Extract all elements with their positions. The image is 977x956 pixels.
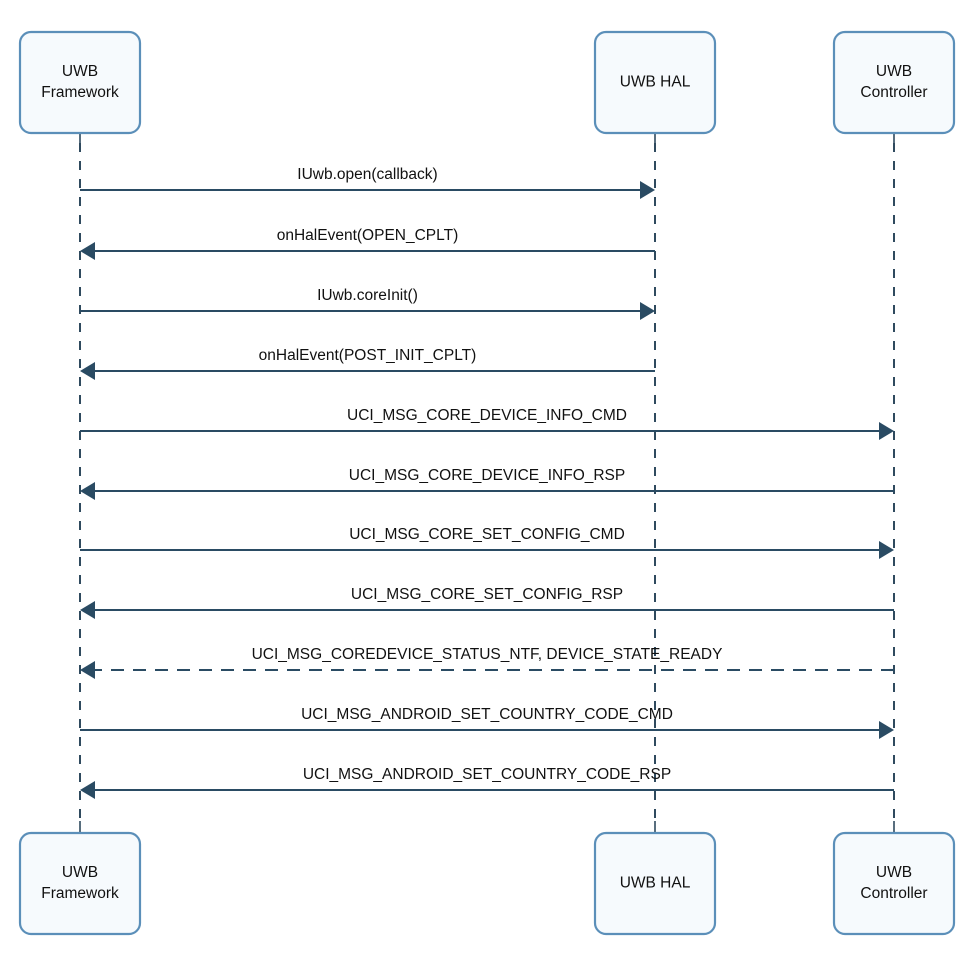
message-label-7: UCI_MSG_CORE_SET_CONFIG_CMD — [349, 526, 625, 543]
actor-label-hal: UWB HAL — [620, 875, 691, 892]
message-label-2: onHalEvent(OPEN_CPLT) — [277, 227, 458, 244]
actor-label-controller: Controller — [860, 84, 927, 101]
message-arrowhead-5 — [879, 422, 894, 440]
message-6: UCI_MSG_CORE_DEVICE_INFO_RSP — [80, 467, 894, 500]
actor-bottom-hal: UWB HAL — [593, 831, 717, 936]
actor-label-framework: Framework — [41, 885, 119, 902]
message-9: UCI_MSG_COREDEVICE_STATUS_NTF, DEVICE_ST… — [80, 646, 894, 679]
message-1: IUwb.open(callback) — [80, 166, 655, 199]
message-8: UCI_MSG_CORE_SET_CONFIG_RSP — [80, 586, 894, 619]
actor-label-framework: UWB — [62, 864, 98, 881]
actor-bottom-framework: UWB Framework — [18, 831, 142, 936]
actor-box-hal — [593, 831, 717, 936]
actor-label-controller: UWB — [876, 63, 912, 80]
actor-label-controller: UWB — [876, 864, 912, 881]
actor-top-framework: UWB Framework — [18, 30, 142, 135]
message-label-9: UCI_MSG_COREDEVICE_STATUS_NTF, DEVICE_ST… — [252, 646, 723, 663]
message-7: UCI_MSG_CORE_SET_CONFIG_CMD — [80, 526, 894, 559]
message-arrowhead-10 — [879, 721, 894, 739]
actor-label-controller: Controller — [860, 885, 927, 902]
message-3: IUwb.coreInit() — [80, 287, 655, 320]
actor-label-hal: UWB HAL — [620, 74, 691, 91]
actor-box-controller — [832, 30, 956, 135]
message-label-8: UCI_MSG_CORE_SET_CONFIG_RSP — [351, 586, 623, 603]
message-arrowhead-7 — [879, 541, 894, 559]
message-2: onHalEvent(OPEN_CPLT) — [80, 227, 655, 260]
messages-layer: IUwb.open(callback) onHalEvent(OPEN_CPLT)… — [80, 166, 894, 799]
message-arrowhead-4 — [80, 362, 95, 380]
message-10: UCI_MSG_ANDROID_SET_COUNTRY_CODE_CMD — [80, 706, 894, 739]
message-label-5: UCI_MSG_CORE_DEVICE_INFO_CMD — [347, 407, 627, 424]
message-label-3: IUwb.coreInit() — [317, 287, 418, 304]
message-arrowhead-6 — [80, 482, 95, 500]
message-arrowhead-3 — [640, 302, 655, 320]
message-arrowhead-11 — [80, 781, 95, 799]
actor-box-controller — [832, 831, 956, 936]
actor-label-framework: Framework — [41, 84, 119, 101]
message-label-11: UCI_MSG_ANDROID_SET_COUNTRY_CODE_RSP — [303, 766, 671, 783]
actor-box-hal — [593, 30, 717, 135]
message-label-4: onHalEvent(POST_INIT_CPLT) — [259, 347, 477, 364]
message-arrowhead-9 — [80, 661, 95, 679]
message-label-1: IUwb.open(callback) — [297, 166, 437, 183]
message-label-6: UCI_MSG_CORE_DEVICE_INFO_RSP — [349, 467, 626, 484]
actor-bottom-controller: UWB Controller — [832, 831, 956, 936]
actor-box-framework — [18, 831, 142, 936]
message-arrowhead-8 — [80, 601, 95, 619]
message-4: onHalEvent(POST_INIT_CPLT) — [80, 347, 655, 380]
message-arrowhead-1 — [640, 181, 655, 199]
actor-label-framework: UWB — [62, 63, 98, 80]
actor-box-framework — [18, 30, 142, 135]
message-arrowhead-2 — [80, 242, 95, 260]
actor-top-controller: UWB Controller — [832, 30, 956, 135]
message-label-10: UCI_MSG_ANDROID_SET_COUNTRY_CODE_CMD — [301, 706, 673, 723]
message-5: UCI_MSG_CORE_DEVICE_INFO_CMD — [80, 407, 894, 440]
actor-top-hal: UWB HAL — [593, 30, 717, 135]
lifelines-layer — [79, 133, 895, 833]
message-11: UCI_MSG_ANDROID_SET_COUNTRY_CODE_RSP — [80, 766, 894, 799]
